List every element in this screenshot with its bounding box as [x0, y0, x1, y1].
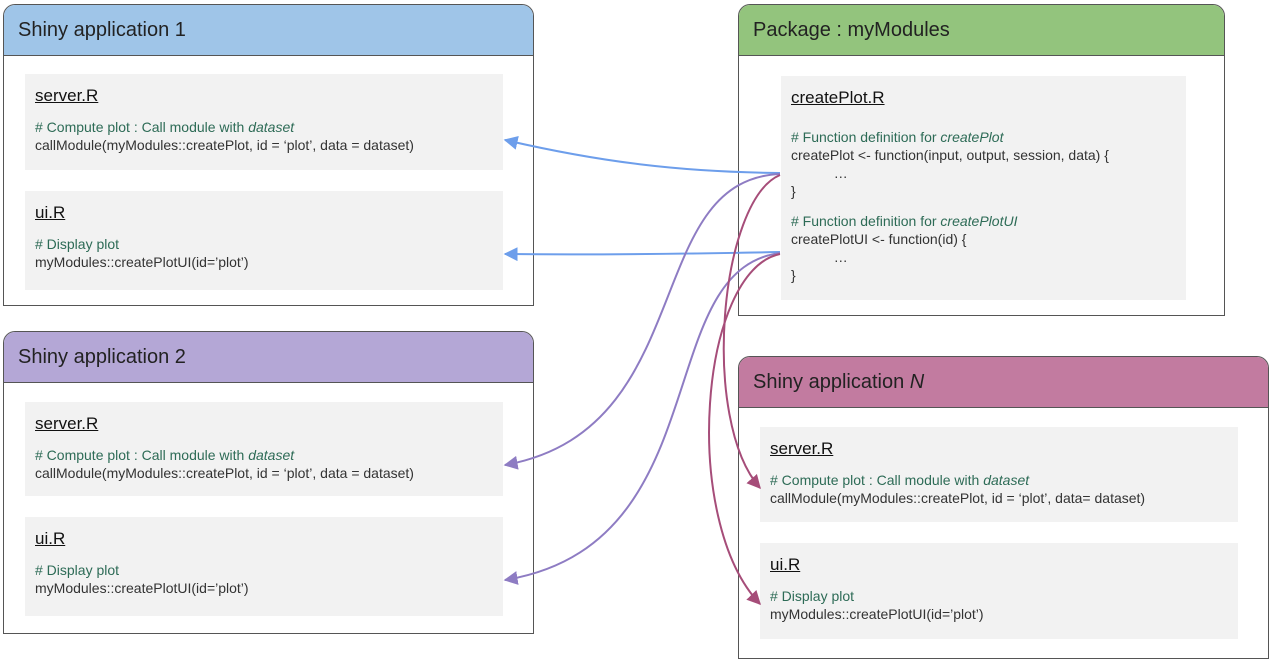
createplot-close-brace: } — [791, 183, 796, 199]
app2-server-box: server.R # Compute plot : Call module wi… — [25, 402, 503, 496]
appn-server-comment: # Compute plot : Call module with datase… — [770, 472, 1030, 488]
appn-server-filename: server.R — [770, 439, 834, 458]
appn-server-box: server.R # Compute plot : Call module wi… — [760, 427, 1238, 522]
shiny-app-1-header: Shiny application 1 — [4, 5, 533, 56]
app2-ui-filename: ui.R — [35, 529, 66, 548]
appn-ui-filename: ui.R — [770, 555, 801, 574]
createplotui-close-brace: } — [791, 267, 796, 283]
app2-server-comment: # Compute plot : Call module with datase… — [35, 447, 295, 463]
shiny-app-1-panel: Shiny application 1 server.R # Compute p… — [3, 4, 534, 306]
createplotui-comment: # Function definition for createPlotUI — [791, 213, 1018, 229]
app1-ui-code: myModules::createPlotUI(id=’plot’) — [35, 254, 249, 270]
shiny-app-2-header: Shiny application 2 — [4, 332, 533, 383]
app2-server-code: callModule(myModules::createPlot, id = ‘… — [35, 465, 414, 481]
appn-server-code: callModule(myModules::createPlot, id = ‘… — [770, 490, 1146, 506]
shiny-app-2-panel: Shiny application 2 server.R # Compute p… — [3, 331, 534, 634]
createplotui-def-line: createPlotUI <- function(id) { — [791, 231, 967, 247]
createplot-def-line: createPlot <- function(input, output, se… — [791, 147, 1109, 163]
app2-ui-comment: # Display plot — [35, 562, 120, 578]
app2-ui-box: ui.R # Display plot myModules::createPlo… — [25, 517, 503, 616]
app1-server-code: callModule(myModules::createPlot, id = ‘… — [35, 137, 414, 153]
createplot-comment: # Function definition for createPlot — [791, 129, 1004, 145]
shiny-app-n-title: Shiny application N — [753, 371, 925, 393]
appn-ui-comment: # Display plot — [770, 588, 855, 604]
package-panel: Package : myModules createPlot.R # Funct… — [738, 4, 1225, 316]
app1-server-comment: # Compute plot : Call module with datase… — [35, 119, 295, 135]
shiny-app-n-panel: Shiny application N server.R # Compute p… — [738, 356, 1269, 659]
shiny-app-2-title: Shiny application 2 — [18, 346, 186, 368]
app2-ui-code: myModules::createPlotUI(id=’plot’) — [35, 580, 249, 596]
createplotui-ellipsis: … — [791, 249, 848, 265]
appn-ui-code: myModules::createPlotUI(id=’plot’) — [770, 606, 984, 622]
app1-ui-filename: ui.R — [35, 203, 66, 222]
shiny-app-n-header: Shiny application N — [739, 357, 1268, 408]
app2-server-filename: server.R — [35, 414, 99, 433]
appn-ui-box: ui.R # Display plot myModules::createPlo… — [760, 543, 1238, 639]
shiny-app-1-title: Shiny application 1 — [18, 19, 186, 41]
app1-ui-comment: # Display plot — [35, 236, 120, 252]
app1-ui-box: ui.R # Display plot myModules::createPlo… — [25, 191, 503, 290]
createplot-ellipsis: … — [791, 165, 848, 181]
package-header: Package : myModules — [739, 5, 1224, 56]
package-title: Package : myModules — [753, 19, 950, 41]
createplot-file-box: createPlot.R # Function definition for c… — [781, 76, 1186, 300]
app1-server-filename: server.R — [35, 86, 99, 105]
createplot-filename: createPlot.R — [791, 88, 885, 107]
app1-server-box: server.R # Compute plot : Call module wi… — [25, 74, 503, 170]
